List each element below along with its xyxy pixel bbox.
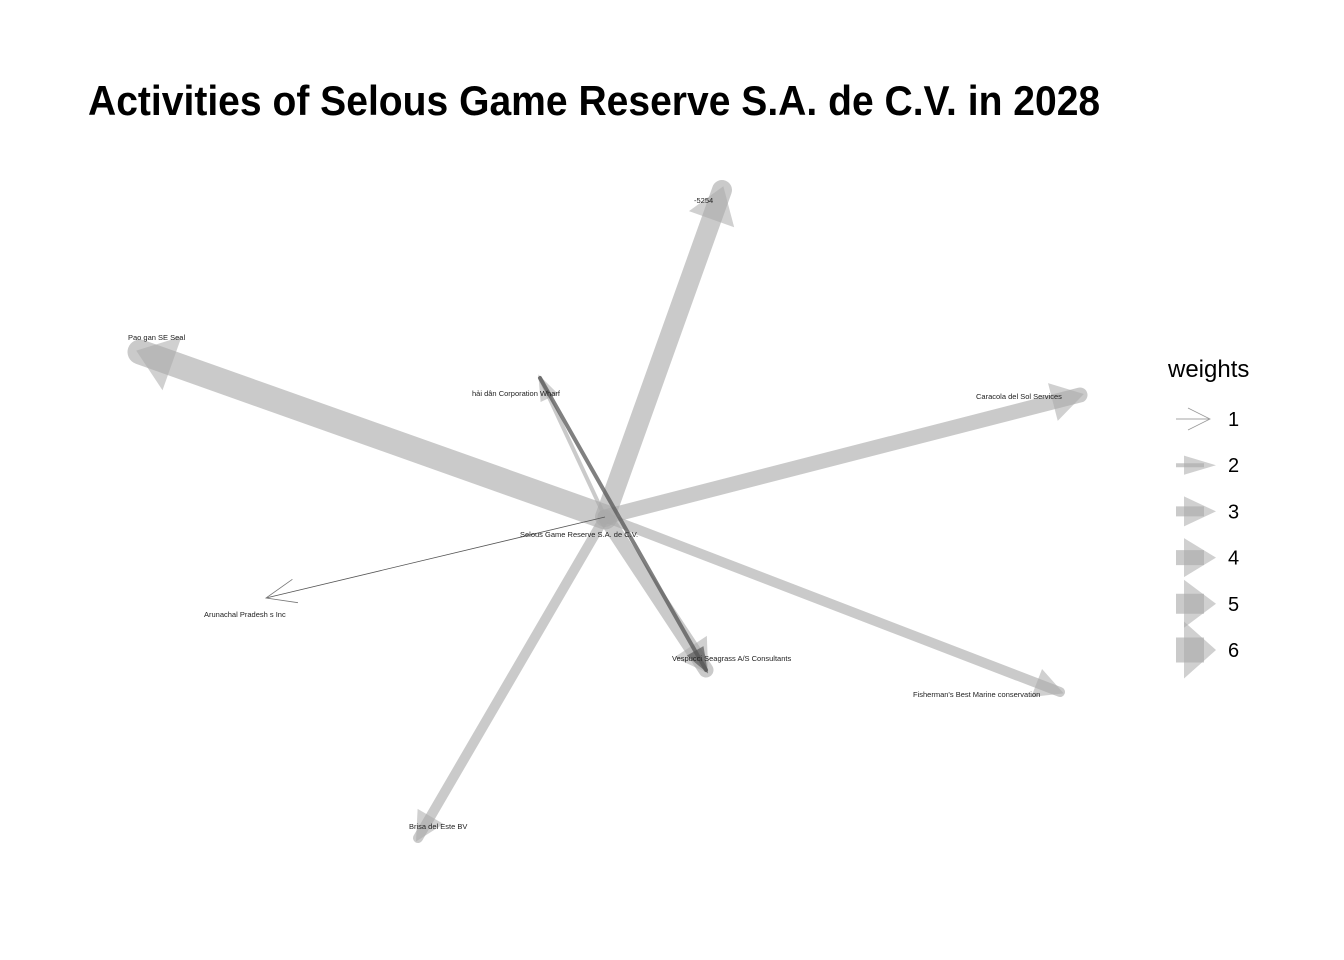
edge-center-to-fisherman-line: [600, 512, 1065, 697]
edge-center-to-fisherman: [600, 512, 1065, 698]
legend-items: 1 2 3 4 5 6: [1176, 407, 1239, 679]
legend-item-3: 3: [1176, 496, 1239, 527]
legend-item-1: 1: [1176, 407, 1239, 431]
legend-arrow-2: [1184, 455, 1216, 475]
legend-arrow-3: [1184, 496, 1216, 527]
edge-center-to-arunachal-line: [265, 516, 606, 599]
edge-center-to-brisa: [413, 512, 610, 843]
edge-center-to-caracola-line: [597, 387, 1088, 525]
edge-haidan-to-vespucci-line: [538, 376, 708, 672]
edge-center-to-brisa-arrowhead: [415, 808, 444, 842]
node-label-arunachal: Arunachal Pradesh s Inc: [204, 610, 286, 619]
edge-center-to-vespucci-line: [597, 509, 714, 678]
legend-arrow-6: [1184, 621, 1216, 679]
edge-center-to-paogan: [127, 336, 618, 530]
node-label-n5254: -5254: [694, 196, 713, 205]
legend-item-6: 6: [1176, 621, 1239, 679]
node-label-fisherman: Fisherman's Best Marine conservation: [913, 690, 1040, 699]
edge-center-to-paogan-arrowhead: [136, 336, 182, 391]
edge-haidan-to-vespucci: [538, 376, 708, 674]
legend-title: weights: [1167, 356, 1249, 383]
edges-layer: [127, 180, 1088, 843]
node-label-caracola: Caracola del Sol Services: [976, 392, 1062, 401]
edge-center-to-caracola: [597, 383, 1088, 525]
legend-arrow-1: [1187, 407, 1211, 431]
legend-label-2: 2: [1228, 455, 1239, 477]
legend-arrow-5: [1184, 579, 1216, 628]
edge-center-to-n5254-arrowhead: [688, 186, 735, 228]
edge-center-to-brisa-line: [413, 512, 610, 843]
legend-arrow-4: [1184, 538, 1216, 578]
legend-item-2: 2: [1176, 455, 1239, 477]
edge-center-to-fisherman-arrowhead: [1031, 669, 1064, 698]
node-labels-layer: Selous Game Reserve S.A. de C.V. -5254Pao…: [128, 196, 1062, 831]
edge-center-to-n5254-line: [595, 180, 732, 527]
legend-label-3: 3: [1228, 501, 1239, 523]
node-label-haidan: hải dân Corporation Wharf: [472, 389, 561, 398]
legend-label-4: 4: [1228, 548, 1239, 570]
legend-label-6: 6: [1228, 640, 1239, 662]
edge-center-to-caracola-arrowhead: [1048, 383, 1084, 421]
edge-center-to-paogan-line: [127, 339, 618, 530]
legend: weights 1 2 3 4 5 6: [1167, 356, 1249, 679]
legend-item-5: 5: [1176, 579, 1239, 628]
edge-center-to-n5254: [595, 180, 735, 527]
node-label-vespucci: Vespucci Seagrass A/S Consultants: [672, 654, 791, 663]
edge-haidan-to-vespucci-arrowhead: [686, 646, 708, 674]
edge-center-to-arunachal: [264, 516, 606, 604]
edge-center-to-haidan-line: [538, 376, 607, 519]
node-label-brisa: Brisa del Este BV: [409, 822, 467, 831]
legend-label-5: 5: [1228, 594, 1239, 616]
legend-item-4: 4: [1176, 538, 1239, 578]
node-label-paogan: Pao gan SE Seal: [128, 333, 185, 342]
legend-label-1: 1: [1228, 409, 1239, 431]
chart-title: Activities of Selous Game Reserve S.A. d…: [88, 77, 1100, 125]
edge-center-to-arunachal-arrowhead: [264, 579, 299, 604]
node-label-center: Selous Game Reserve S.A. de C.V.: [520, 530, 638, 539]
